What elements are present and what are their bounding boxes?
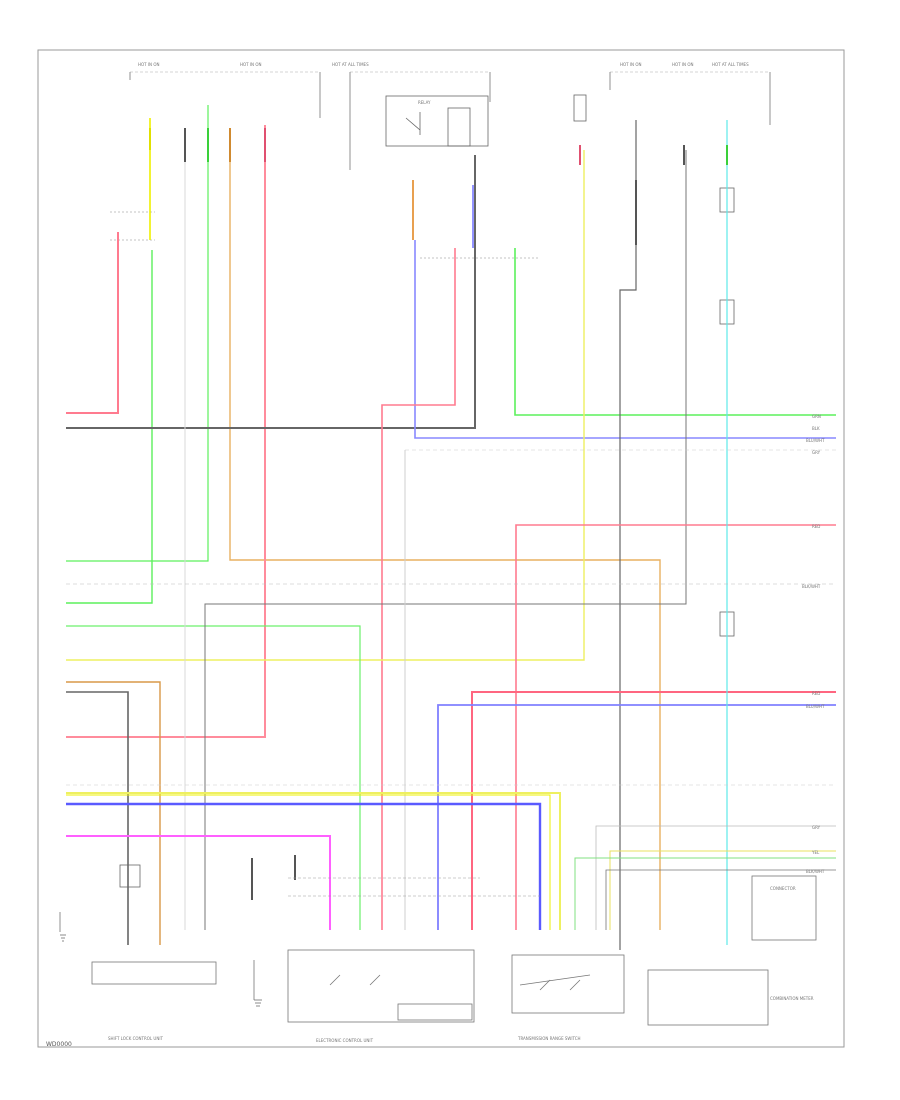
meter-box xyxy=(647,969,769,1026)
module-left xyxy=(119,864,141,888)
wire-blue-bottom xyxy=(66,802,542,930)
top-bus-drops xyxy=(129,72,771,170)
shift-lock-unit xyxy=(91,961,217,985)
wire-tag-5: RED xyxy=(812,524,820,529)
wire-blue-right-2 xyxy=(437,704,836,930)
caption-ecu: ELECTRONIC CONTROL UNIT xyxy=(316,1038,374,1043)
wire-yellow-bottom xyxy=(66,792,561,930)
wire-green-right xyxy=(514,248,836,416)
ecu-inner-box xyxy=(397,1003,473,1021)
wire-magenta-bottom xyxy=(66,835,331,930)
relay-box: RELAY xyxy=(385,95,489,147)
power-label-2: HOT IN ON xyxy=(240,62,261,67)
wire-dark-right-2 xyxy=(204,150,687,930)
inline-components xyxy=(119,94,735,888)
wire-green-long xyxy=(66,625,361,930)
wire-tag-11: BLK/WHT xyxy=(806,869,825,874)
relay-box-label: RELAY xyxy=(418,100,431,105)
wire-green-left xyxy=(66,250,153,604)
wire-red-tall xyxy=(66,125,266,738)
wire-tag-7: RED xyxy=(812,691,820,696)
wire-right-stub-2 xyxy=(609,850,836,930)
top-header-labels: HOT IN ON HOT IN ON HOT AT ALL TIMES HOT… xyxy=(138,62,749,67)
wire-yellow-bottom-2 xyxy=(66,794,551,930)
caption-range-switch: TRANSMISSION RANGE SWITCH xyxy=(517,1036,581,1041)
wire-red-right-2 xyxy=(471,691,836,930)
diagram-frame xyxy=(37,49,845,1048)
wire-red-right xyxy=(515,524,836,930)
wire-green-2 xyxy=(66,105,209,562)
wire-tag-8: BLU/WHT xyxy=(806,704,825,709)
wire-tag-6: BLK/WHT xyxy=(802,584,821,589)
caption-shift-lock: SHIFT LOCK CONTROL UNIT xyxy=(108,1036,163,1041)
wire-tag-10: YEL xyxy=(811,850,820,855)
corner-code: WD0000 xyxy=(46,1041,72,1048)
connector-stubs xyxy=(149,128,728,900)
wire-yellow-right xyxy=(66,150,585,661)
power-label-1: HOT IN ON xyxy=(138,62,159,67)
splice-dashed-left xyxy=(110,211,540,259)
meter-right-box xyxy=(751,875,817,941)
wire-red-left xyxy=(66,232,119,414)
power-label-3: HOT AT ALL TIMES xyxy=(332,62,369,67)
bottom-caption-group: SHIFT LOCK CONTROL UNIT ELECTRONIC CONTR… xyxy=(108,886,814,1043)
fuse-top-right-1 xyxy=(573,94,587,122)
wire-tag-1: GRN xyxy=(812,414,821,419)
ground-symbol xyxy=(60,934,262,1007)
wire-tag-2: BLK xyxy=(812,426,820,431)
wire-right-stub-1 xyxy=(595,825,836,930)
wire-blue-relay xyxy=(414,240,836,439)
range-switch-box xyxy=(511,954,625,1014)
wire-orange-top xyxy=(229,128,661,930)
power-label-4: HOT IN ON xyxy=(620,62,641,67)
wire-right-stub-4 xyxy=(605,869,836,930)
bottom-dashed xyxy=(288,877,540,897)
caption-meter: COMBINATION METER xyxy=(770,996,814,1001)
wire-right-stub-3 xyxy=(574,857,836,930)
wire-tag-3: BLU/WHT xyxy=(806,438,825,443)
wire-tag-4: GRY xyxy=(812,450,821,455)
ecu-box xyxy=(287,949,475,1023)
power-label-5: HOT IN ON xyxy=(672,62,693,67)
wire-orange-lower xyxy=(66,681,161,945)
wire-tag-group: GRN BLK BLU/WHT GRY RED BLK/WHT RED BLU/… xyxy=(802,414,825,874)
wire-tag-9: GRY xyxy=(812,825,821,830)
power-label-6: HOT AT ALL TIMES xyxy=(712,62,749,67)
bottom-components xyxy=(59,875,817,1026)
connector-right-label: CONNECTOR xyxy=(770,886,796,891)
wire-black-horiz xyxy=(66,155,476,429)
wire-black-lower xyxy=(66,691,129,945)
wire-red-mid xyxy=(381,248,456,930)
wire-dark-right xyxy=(619,120,637,950)
